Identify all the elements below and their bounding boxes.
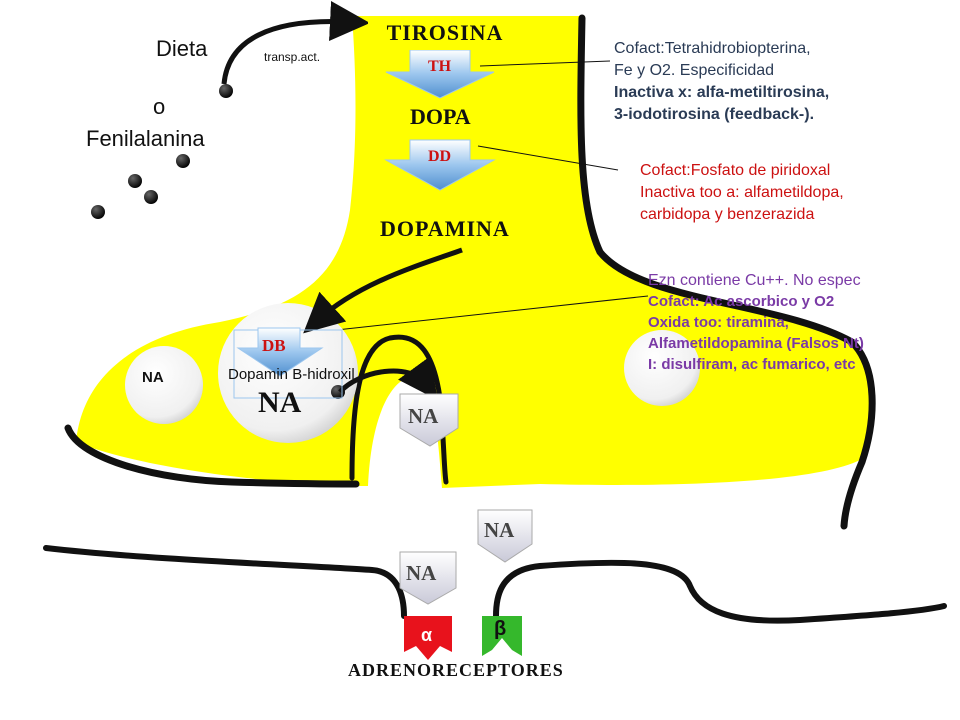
th-note-line: Fe y O2. Especificidad bbox=[614, 62, 775, 79]
na-cleft-3: NA bbox=[406, 561, 437, 585]
reuptake-membrane bbox=[349, 334, 449, 485]
amino-dot bbox=[128, 174, 142, 188]
vesicle-right bbox=[624, 330, 700, 406]
db-note-line: I: disulfiram, ac fumarico, etc bbox=[648, 356, 856, 373]
dd-note: Cofact:Fosfato de piridoxal Inactiva too… bbox=[640, 160, 844, 226]
na-molecule-icon bbox=[477, 509, 533, 563]
th-label: TH bbox=[428, 58, 452, 75]
beta-receptor bbox=[482, 616, 522, 656]
tirosina-label: TIROSINA bbox=[386, 20, 504, 45]
release-arrow bbox=[338, 356, 438, 401]
inner-membrane-right bbox=[540, 486, 840, 488]
presynaptic-membrane bbox=[577, 14, 876, 530]
amino-dot bbox=[144, 190, 158, 204]
fenilalanina-label: Fenilalanina bbox=[86, 126, 205, 151]
th-note-line: Inactiva x: alfa-metiltirosina, bbox=[614, 84, 830, 101]
th-note-line: 3-iodotirosina (feedback-). bbox=[614, 106, 815, 123]
connector-dd bbox=[477, 145, 619, 171]
db-label: DB bbox=[262, 336, 286, 355]
na-small-label: NA bbox=[142, 369, 164, 386]
dd-arrow-icon bbox=[384, 139, 496, 191]
dd-label: DD bbox=[428, 148, 452, 165]
db-note-line: Ezn contiene Cu++. No espec bbox=[648, 272, 861, 289]
dd-note-line: Cofact:Fosfato de piridoxal bbox=[640, 162, 831, 179]
vesicle-small bbox=[125, 346, 203, 424]
transport-arrow bbox=[221, 1, 370, 85]
th-arrow-icon bbox=[385, 49, 495, 99]
db-note-line: Oxida too: tiramina, bbox=[648, 314, 789, 331]
na-cleft-1: NA bbox=[408, 404, 439, 428]
db-note-line: Alfametildopamina (Falsos Nt) bbox=[648, 335, 864, 352]
db-note-line: Cofact: Ac ascorbico y O2 bbox=[648, 293, 835, 310]
na-molecule-icon bbox=[399, 551, 457, 605]
connector-th bbox=[479, 60, 611, 67]
th-note-line: Cofact:Tetrahidrobiopterina, bbox=[614, 40, 811, 57]
presynaptic-membrane-left bbox=[64, 424, 360, 488]
postsynaptic-membrane bbox=[43, 545, 947, 624]
dieta-label: Dieta bbox=[156, 36, 208, 61]
amino-dot bbox=[219, 84, 233, 98]
db-note: Ezn contiene Cu++. No espec Cofact: Ac a… bbox=[648, 270, 864, 375]
na-molecule-icon bbox=[399, 393, 459, 447]
dopa-label: DOPA bbox=[410, 104, 471, 129]
tirosina-box: TIROSINA bbox=[368, 16, 522, 50]
amino-dot bbox=[176, 154, 190, 168]
dd-note-line: carbidopa y benzerazida bbox=[640, 206, 815, 223]
th-note: Cofact:Tetrahidrobiopterina, Fe y O2. Es… bbox=[614, 38, 829, 126]
beta-label: β bbox=[494, 618, 507, 640]
alpha-label: α bbox=[421, 625, 433, 645]
connector-db bbox=[299, 295, 649, 335]
or-label: o bbox=[153, 94, 166, 119]
amino-dot bbox=[91, 205, 105, 219]
dopamine-uptake-arrow bbox=[303, 247, 463, 334]
db-arrow-icon bbox=[236, 327, 324, 377]
na-cleft-2: NA bbox=[484, 518, 515, 542]
dopamina-label: DOPAMINA bbox=[380, 216, 510, 241]
dd-note-line: Inactiva too a: alfametildopa, bbox=[640, 184, 844, 201]
adrenoreceptores-label: ADRENORECEPTORES bbox=[348, 660, 564, 680]
dopamin-b-label: Dopamin B-hidroxil bbox=[228, 366, 355, 383]
vesicle-big bbox=[218, 303, 358, 443]
na-big-label: NA bbox=[258, 386, 302, 419]
transp-label: transp.act. bbox=[264, 50, 321, 64]
alpha-receptor bbox=[404, 616, 452, 660]
